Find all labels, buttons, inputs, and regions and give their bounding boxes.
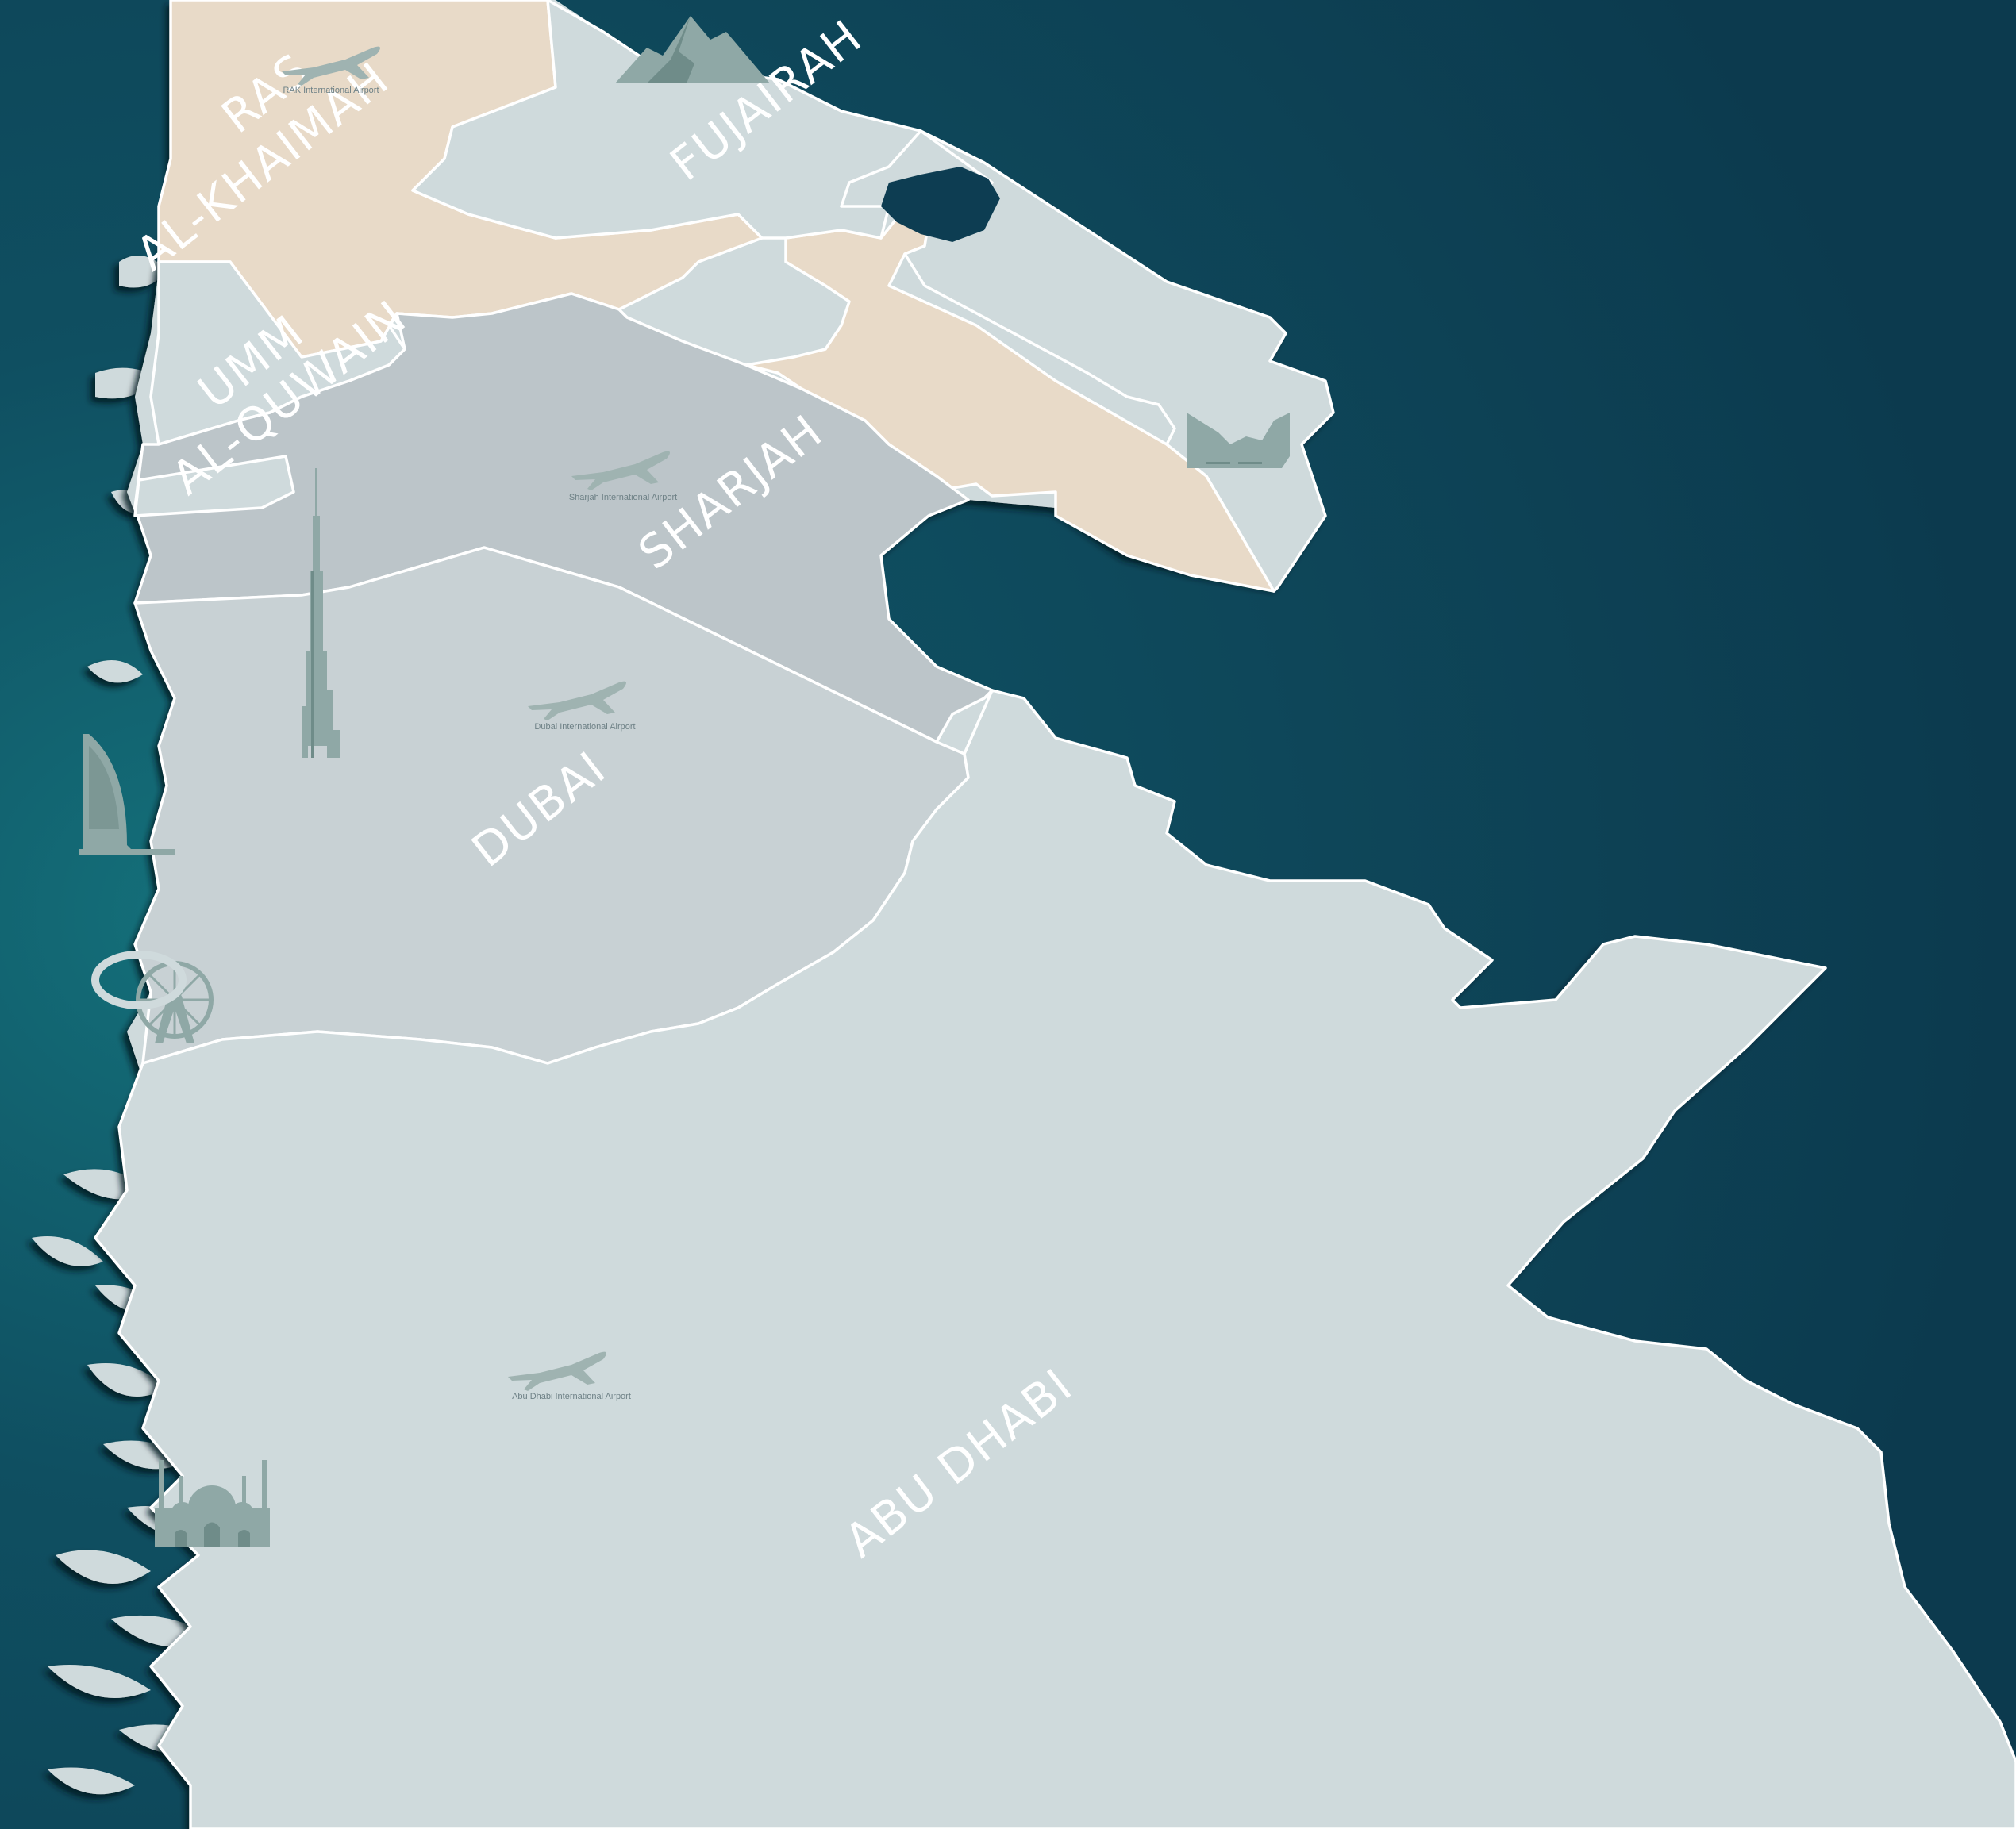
burj-khalifa-icon <box>302 468 340 758</box>
mountain-icon <box>615 16 770 83</box>
airport-dubai[interactable]: Dubai International Airport <box>528 681 636 732</box>
region-sharjah-strip[interactable] <box>133 455 295 517</box>
mosque-icon <box>155 1460 270 1547</box>
airport-label-dubai: Dubai International Airport <box>534 722 635 732</box>
airport-label-sharjah: Sharjah International Airport <box>569 493 677 502</box>
plane-icon <box>528 681 626 720</box>
airport-label-abu-dhabi: Abu Dhabi International Airport <box>512 1392 631 1401</box>
burj-al-arab-icon <box>79 734 175 855</box>
region-fujairah[interactable] <box>411 0 922 240</box>
region-abu-dhabi[interactable] <box>94 689 2016 1829</box>
fort-icon <box>1187 413 1290 468</box>
airport-sharjah[interactable]: Sharjah International Airport <box>569 451 677 502</box>
plane-icon <box>508 1351 606 1391</box>
airport-label-rak: RAK International Airport <box>283 86 379 95</box>
inland-water <box>881 167 1000 242</box>
plane-icon <box>282 46 380 86</box>
ferris-wheel-ring-icon <box>91 951 187 1009</box>
airport-rak[interactable]: RAK International Airport <box>282 46 380 95</box>
plane-icon <box>571 451 670 490</box>
airport-abu-dhabi[interactable]: Abu Dhabi International Airport <box>508 1351 631 1401</box>
